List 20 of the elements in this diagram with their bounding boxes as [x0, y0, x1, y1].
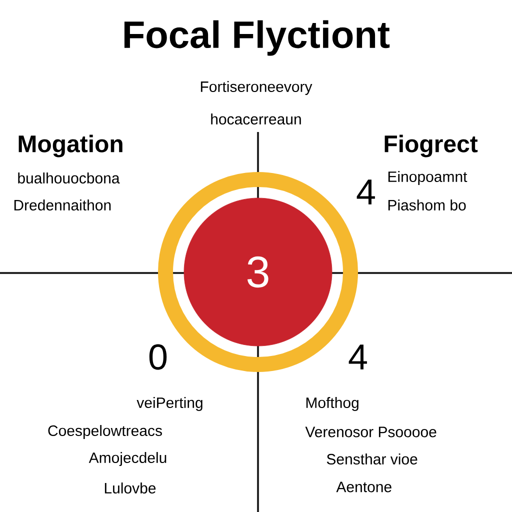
- heading: Fiogrect: [384, 134, 478, 158]
- text-line: Verenosor Psooooe: [305, 426, 436, 438]
- heading: Mogation: [18, 134, 122, 158]
- number: 4: [356, 180, 375, 204]
- text-line: Mofthog: [306, 397, 358, 411]
- text-line: veiPerting: [136, 397, 202, 411]
- number: 4: [348, 344, 367, 370]
- text-line: bualhouocbona: [18, 172, 120, 184]
- number: 0: [149, 344, 167, 370]
- text-line: hocacerreaun: [211, 114, 301, 124]
- text-line: Sensthar vioe: [326, 454, 418, 464]
- text-line: Amojecdelu: [88, 452, 166, 466]
- text-line: Aentone: [336, 482, 392, 492]
- text-line: Dredennaithon: [14, 200, 111, 210]
- text-line: Piashom bo: [388, 200, 466, 210]
- text-line: Einopoamnt: [388, 171, 468, 185]
- text-line: Lulovbe: [104, 482, 156, 494]
- text-line: Fortiseroneevory: [200, 81, 312, 95]
- title: Focal Flyctiont: [124, 20, 390, 56]
- text-line: Coespelowtreacs: [48, 425, 162, 439]
